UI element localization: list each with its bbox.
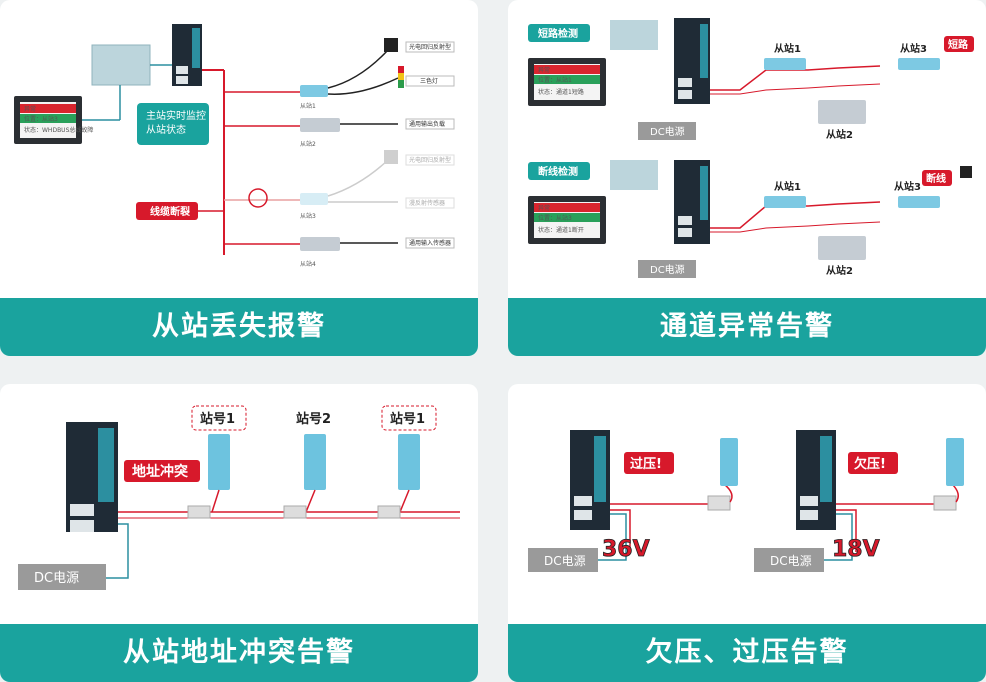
open-fault-tag bbox=[922, 170, 952, 186]
hmi-row-1: 异常 bbox=[24, 105, 36, 113]
dc-right-label: DC电源 bbox=[770, 554, 812, 568]
panel-channel-alarm: 短路检测 异常 位置：从站1 状态：通道1短路 DC电源 从站1 从站2 从站3… bbox=[508, 0, 986, 356]
hmi-bottom-row-1: 异常 bbox=[538, 204, 550, 212]
undervoltage-tag bbox=[848, 452, 898, 474]
short-slave-2-label: 从站2 bbox=[826, 128, 853, 141]
device-tag-1: 光电回归反射型 bbox=[409, 43, 451, 51]
slave-4-label: 从站4 bbox=[300, 260, 316, 268]
slave-1-label: 从站1 bbox=[300, 102, 316, 110]
plc-module bbox=[91, 44, 151, 86]
slave-2-label: 从站2 bbox=[300, 140, 316, 148]
dc-power-label: DC电源 bbox=[34, 571, 79, 586]
hmi-row-3: 状态：WHDBUS总线故障 bbox=[24, 126, 93, 134]
dc-top bbox=[638, 122, 696, 140]
open-slave-2 bbox=[818, 236, 866, 260]
device-tag-5: 漫反射传感器 bbox=[409, 199, 445, 207]
station-c: 站号1 bbox=[377, 405, 437, 519]
device-tag-2: 三色灯 bbox=[420, 77, 438, 85]
hmi-top-row-1: 异常 bbox=[538, 66, 550, 74]
monitor-callout bbox=[137, 103, 209, 145]
slave-1 bbox=[300, 85, 328, 97]
station-a-label: 站号1 bbox=[200, 411, 235, 427]
dc-top-label: DC电源 bbox=[650, 125, 685, 138]
dc-power bbox=[18, 564, 106, 590]
plc-top bbox=[610, 20, 658, 50]
dc-left bbox=[528, 548, 598, 572]
open-slave-2-label: 从站2 bbox=[826, 264, 853, 277]
hmi-bottom-row-3: 状态：通道1断开 bbox=[538, 226, 584, 234]
panel-voltage-alarm: 过压! DC电源 36V 欠压! DC电源 18V 欠压、过压告警 bbox=[508, 384, 986, 682]
device-tag-3: 通用输出负载 bbox=[409, 120, 445, 128]
monitor-callout-line2: 从站状态 bbox=[146, 123, 186, 136]
short-fault-tag bbox=[944, 36, 974, 52]
device-tag-4: 光电回归反射型 bbox=[409, 156, 451, 164]
conflict-tag bbox=[124, 460, 200, 482]
short-fault-label: 短路 bbox=[948, 38, 969, 51]
dc-right bbox=[754, 548, 824, 572]
station-a: 站号1 bbox=[187, 405, 247, 519]
dc-left-label: DC电源 bbox=[544, 554, 586, 568]
hmi-top-row-2: 位置：从站1 bbox=[538, 76, 572, 84]
voltage-right: 18V bbox=[832, 537, 880, 562]
dc-bottom bbox=[638, 260, 696, 278]
device-tags: 光电回归反射型 三色灯 通用输出负载 光电回归反射型 漫反射传感器 通用输入传感… bbox=[405, 41, 455, 249]
open-tag-label: 断线检测 bbox=[538, 165, 578, 178]
open-fault-label: 断线 bbox=[926, 172, 946, 185]
station-b: 站号2 bbox=[283, 411, 331, 519]
slave-2 bbox=[300, 118, 340, 132]
channel-alarm-diagram: 短路检测 异常 位置：从站1 状态：通道1短路 DC电源 从站1 从站2 从站3… bbox=[528, 18, 974, 278]
short-slave-3 bbox=[898, 58, 940, 70]
voltage-left: 36V bbox=[602, 537, 650, 562]
cable-break-tag bbox=[136, 202, 198, 220]
conflict-tag-label: 地址冲突 bbox=[132, 463, 188, 480]
slave-loss-diagram: 异常 位置：从站3 状态：WHDBUS总线故障 主站实时监控 从站状态 从站1 … bbox=[14, 24, 455, 268]
slave-left bbox=[720, 438, 738, 486]
voltage-alarm-diagram: 过压! DC电源 36V 欠压! DC电源 18V bbox=[528, 430, 964, 572]
panel-1-title: 从站丢失报警 bbox=[0, 298, 478, 356]
short-slave-2 bbox=[818, 100, 866, 124]
hmi-bottom-row-2: 位置：从站3 bbox=[538, 214, 572, 222]
device-tag-6: 通用输入传感器 bbox=[409, 239, 451, 247]
hmi-top-row-3: 状态：通道1短路 bbox=[538, 88, 584, 96]
photo-sensor-2 bbox=[384, 150, 398, 164]
slave-right bbox=[946, 438, 964, 486]
overvoltage-tag bbox=[624, 452, 674, 474]
short-slave-1 bbox=[764, 58, 806, 70]
short-slave-1-label: 从站1 bbox=[774, 42, 801, 55]
panel-slave-loss: 异常 位置：从站3 状态：WHDBUS总线故障 主站实时监控 从站状态 从站1 … bbox=[0, 0, 478, 356]
cable-break-label: 线缆断裂 bbox=[150, 205, 190, 218]
open-slave-1-label: 从站1 bbox=[774, 180, 801, 193]
station-b-label: 站号2 bbox=[296, 411, 331, 427]
open-slave-3 bbox=[898, 196, 940, 208]
hmi-row-2: 位置：从站3 bbox=[24, 115, 58, 123]
open-slave-1 bbox=[764, 196, 806, 208]
short-tag bbox=[528, 24, 590, 42]
photo-sensor-1 bbox=[384, 38, 398, 52]
dc-bottom-label: DC电源 bbox=[650, 263, 685, 276]
monitor-callout-line1: 主站实时监控 bbox=[146, 109, 206, 122]
panel-3-title: 从站地址冲突告警 bbox=[0, 624, 478, 682]
plc-bottom bbox=[610, 160, 658, 190]
station-c-label: 站号1 bbox=[390, 411, 425, 427]
overvoltage-tag-label: 过压! bbox=[630, 456, 662, 472]
slave-3 bbox=[300, 193, 328, 205]
panel-4-title: 欠压、过压告警 bbox=[508, 624, 986, 682]
short-slave-3-label: 从站3 bbox=[900, 42, 927, 55]
open-tag bbox=[528, 162, 590, 180]
slave-4 bbox=[300, 237, 340, 251]
undervoltage-tag-label: 欠压! bbox=[854, 456, 886, 472]
slave-3-label: 从站3 bbox=[300, 212, 316, 220]
short-tag-label: 短路检测 bbox=[538, 27, 578, 40]
open-slave-3-label: 从站3 bbox=[894, 180, 921, 193]
address-conflict-diagram: 地址冲突 DC电源 站号1 站号2 站号1 bbox=[18, 405, 460, 590]
panel-address-conflict: 地址冲突 DC电源 站号1 站号2 站号1 从站地址冲突告警 bbox=[0, 384, 478, 682]
panel-2-title: 通道异常告警 bbox=[508, 298, 986, 356]
break-marker bbox=[248, 188, 268, 208]
